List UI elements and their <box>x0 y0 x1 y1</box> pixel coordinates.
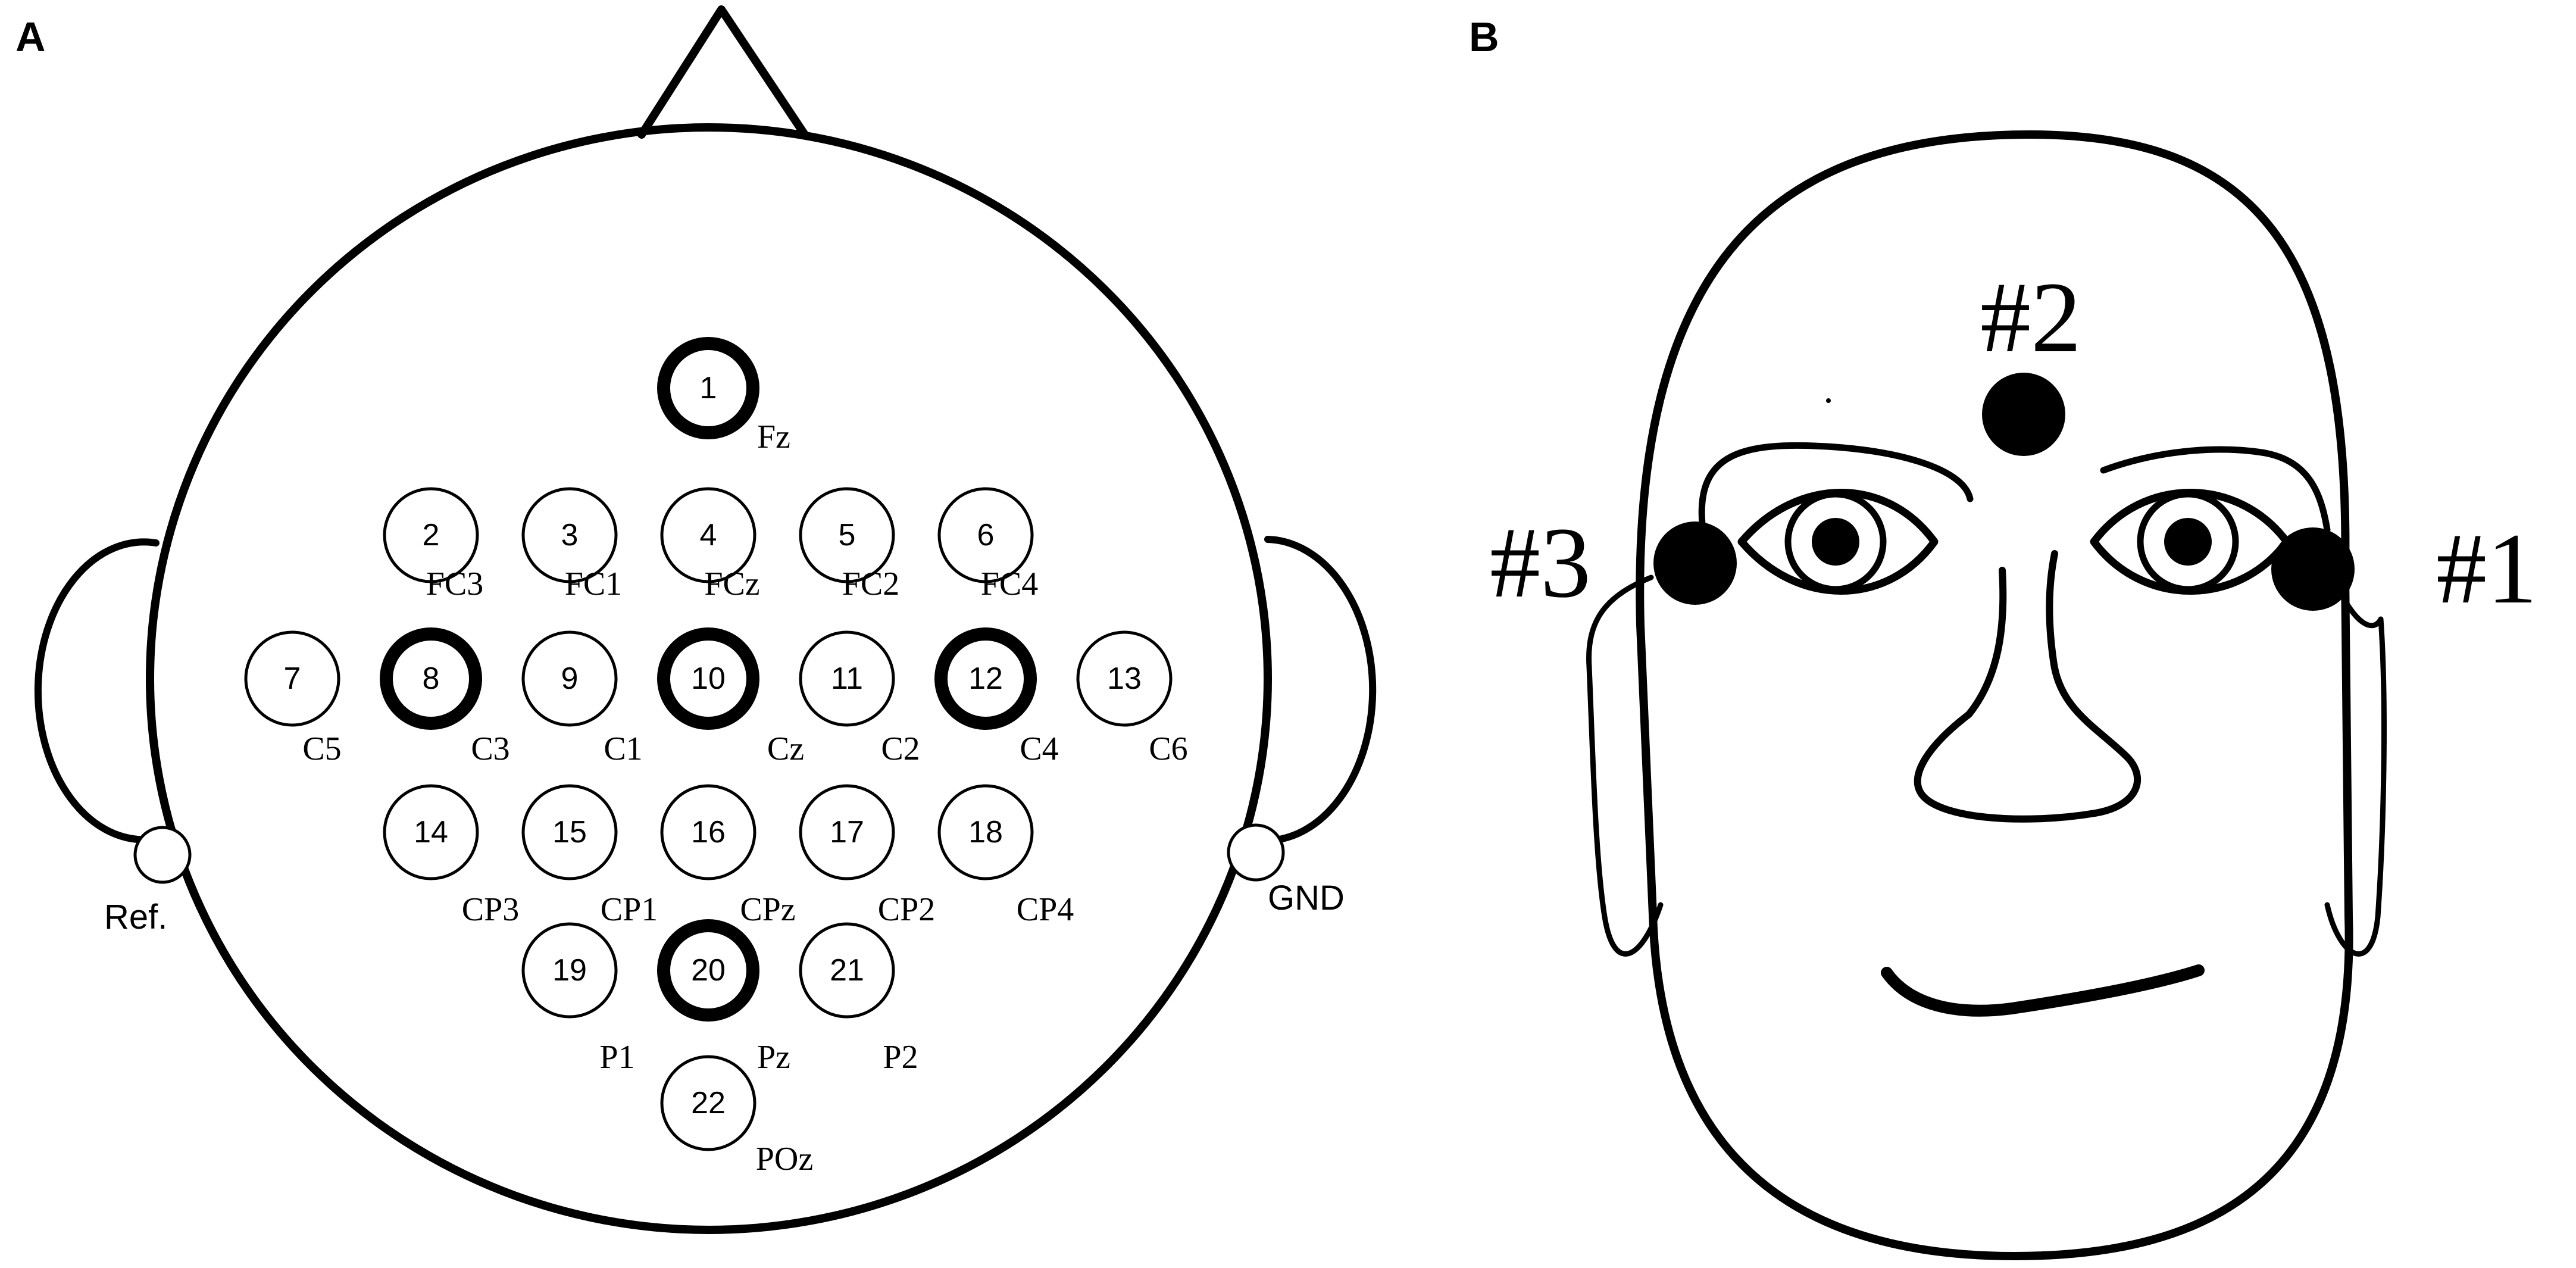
electrode-1-highlighted <box>657 337 759 439</box>
electrode-6-site-label: FC4 <box>981 566 1039 602</box>
electrode-18-number: 18 <box>968 815 1003 850</box>
electrode-9-site-label: C1 <box>604 730 642 767</box>
face-right-ear <box>2324 574 2387 957</box>
electrode-7-site-label: C5 <box>302 730 341 767</box>
electrode-5-site-label: FC2 <box>842 566 900 602</box>
reference-label: Ref. <box>104 898 167 936</box>
electrode-6-number: 6 <box>977 518 995 552</box>
head-right-ear <box>1259 536 1377 845</box>
electrode-19-site-label: P1 <box>599 1039 634 1076</box>
right-eyebrow <box>2100 446 2331 533</box>
facial-electrode-3 <box>1653 521 1737 605</box>
panel-b: B #1 #2 #3 <box>1469 14 2537 1260</box>
head-left-ear <box>34 538 160 844</box>
electrode-5-number: 5 <box>839 518 856 552</box>
electrode-15 <box>521 784 618 880</box>
electrode-9-number: 9 <box>561 661 579 696</box>
electrode-11 <box>799 630 895 727</box>
electrode-16-number: 16 <box>691 815 726 850</box>
electrode-10-highlighted <box>657 627 759 730</box>
electrode-22-site-label: POz <box>756 1141 813 1178</box>
electrode-7-number: 7 <box>284 661 301 696</box>
electrode-7 <box>244 630 340 727</box>
facial-electrode-1 <box>2271 527 2355 611</box>
electrode-10-number: 10 <box>691 661 726 696</box>
electrode-3 <box>521 487 618 583</box>
electrode-13-site-label: C6 <box>1149 730 1187 767</box>
channel-label-3: #3 <box>1490 507 1591 619</box>
electrode-12-site-label: C4 <box>1020 730 1058 767</box>
electrode-18-site-label: CP4 <box>1017 891 1074 928</box>
electrode-22-number: 22 <box>691 1086 726 1120</box>
electrode-21 <box>799 922 895 1019</box>
right-pupil <box>2164 518 2212 566</box>
left-pupil <box>1812 518 1859 566</box>
electrode-3-site-label: FC1 <box>565 566 623 602</box>
right-iris <box>2137 491 2239 593</box>
facial-electrode-2 <box>1982 373 2065 456</box>
electrode-11-site-label: C2 <box>881 730 920 767</box>
head-outline <box>146 123 1272 1234</box>
ground-electrode <box>1227 823 1285 882</box>
electrode-17 <box>799 784 895 880</box>
electrode-21-number: 21 <box>830 953 864 988</box>
electrode-17-number: 17 <box>830 815 864 850</box>
reference-electrode <box>133 826 192 884</box>
electrode-15-site-label: CP1 <box>601 891 658 928</box>
electrode-19-number: 19 <box>552 953 587 988</box>
electrode-17-site-label: CP2 <box>878 891 936 928</box>
electrode-14-number: 14 <box>414 815 448 850</box>
electrode-12-number: 12 <box>968 661 1003 696</box>
head-nose <box>637 5 809 139</box>
channel-label-2: #2 <box>1980 261 2081 373</box>
electrode-15-number: 15 <box>552 815 587 850</box>
electrode-6 <box>937 487 1034 583</box>
electrode-2-number: 2 <box>423 518 440 552</box>
face-left-ear <box>1586 574 1664 957</box>
electrode-3-number: 3 <box>561 518 579 552</box>
electrode-4-site-label: FCz <box>704 566 759 602</box>
electrode-20-number: 20 <box>691 953 726 988</box>
left-eyebrow <box>1698 442 1974 527</box>
electrode-18 <box>937 784 1034 880</box>
electrode-13 <box>1076 630 1173 727</box>
left-iris <box>1784 491 1887 593</box>
electrode-1-number: 1 <box>700 371 717 405</box>
electrode-20-site-label: Pz <box>757 1039 790 1076</box>
electrode-12-highlighted <box>934 627 1037 730</box>
electrode-4 <box>660 487 756 583</box>
electrode-16 <box>660 784 756 880</box>
skin-mark <box>1826 398 1831 403</box>
ground-label: GND <box>1268 879 1345 917</box>
electrode-14 <box>383 784 479 880</box>
electrode-8-highlighted <box>380 627 482 730</box>
electrode-1-site-label: Fz <box>757 418 790 455</box>
electrode-11-number: 11 <box>831 661 863 696</box>
electrode-10-site-label: Cz <box>767 730 804 767</box>
nose <box>1914 550 2142 823</box>
face-outline <box>1636 130 2353 1260</box>
electrode-8-site-label: C3 <box>471 730 509 767</box>
electrode-8-number: 8 <box>423 661 440 696</box>
electrode-21-site-label: P2 <box>883 1039 918 1076</box>
electrode-2 <box>383 487 479 583</box>
channel-label-1: #1 <box>2436 513 2537 624</box>
electrode-19 <box>521 922 618 1019</box>
electrode-22 <box>660 1055 756 1151</box>
panel-b-label: B <box>1469 14 1499 60</box>
electrode-16-site-label: CPz <box>740 891 795 928</box>
panel-a-label: A <box>15 14 46 60</box>
mouth <box>1881 964 2205 1017</box>
electrode-2-site-label: FC3 <box>426 566 484 602</box>
electrode-5 <box>799 487 895 583</box>
electrode-13-number: 13 <box>1107 661 1142 696</box>
electrode-9 <box>521 630 618 727</box>
electrode-14-site-label: CP3 <box>462 891 520 928</box>
electrode-4-number: 4 <box>700 518 717 552</box>
electrode-20-highlighted <box>657 919 759 1022</box>
